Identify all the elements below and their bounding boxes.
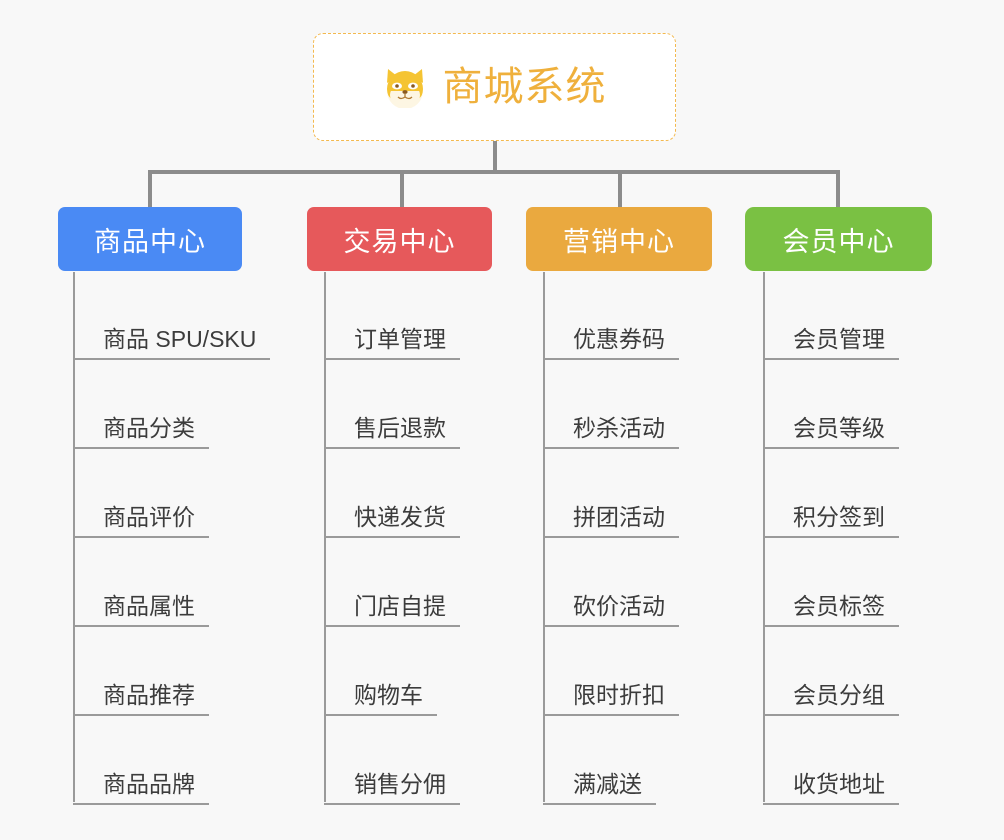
leaf-label: 商品 SPU/SKU [73, 324, 271, 360]
connector-bus [150, 170, 840, 174]
root-title: 商城系统 [442, 65, 607, 109]
leaf-item[interactable]: 积分签到 [763, 502, 899, 538]
leaf-item[interactable]: 快递发货 [324, 502, 460, 538]
leaf-label: 积分签到 [763, 502, 899, 538]
leaf-label: 砍价活动 [543, 591, 679, 627]
connector-drop-4 [836, 170, 840, 210]
leaf-label: 会员分组 [763, 680, 899, 716]
leaf-item[interactable]: 秒杀活动 [543, 413, 679, 449]
category-box-marketing[interactable]: 营销中心 [526, 207, 712, 271]
leaf-label: 订单管理 [324, 324, 460, 360]
leaf-label: 门店自提 [324, 591, 460, 627]
leaf-item[interactable]: 销售分佣 [324, 769, 460, 805]
leaf-item[interactable]: 购物车 [324, 680, 437, 716]
leaf-label: 秒杀活动 [543, 413, 679, 449]
leaf-label: 拼团活动 [543, 502, 679, 538]
category-label: 商品中心 [94, 226, 206, 257]
connector-drop-2 [400, 170, 404, 210]
leaf-item[interactable]: 限时折扣 [543, 680, 679, 716]
leaf-item[interactable]: 商品属性 [73, 591, 209, 627]
leaf-label: 商品分类 [73, 413, 209, 449]
leaf-item[interactable]: 商品分类 [73, 413, 209, 449]
leaf-label: 商品品牌 [73, 769, 209, 805]
leaf-label: 优惠券码 [543, 324, 679, 360]
root-node[interactable]: 商城系统 [313, 33, 676, 141]
category-box-product[interactable]: 商品中心 [58, 207, 242, 271]
leaf-item[interactable]: 商品评价 [73, 502, 209, 538]
leaf-label: 会员管理 [763, 324, 899, 360]
leaf-label: 销售分佣 [324, 769, 460, 805]
leaf-label: 售后退款 [324, 413, 460, 449]
leaf-item[interactable]: 商品推荐 [73, 680, 209, 716]
leaf-item[interactable]: 砍价活动 [543, 591, 679, 627]
category-box-member[interactable]: 会员中心 [745, 207, 932, 271]
leaf-item[interactable]: 商品品牌 [73, 769, 209, 805]
leaf-label: 限时折扣 [543, 680, 679, 716]
leaf-label: 商品评价 [73, 502, 209, 538]
leaf-item[interactable]: 会员标签 [763, 591, 899, 627]
leaf-label: 快递发货 [324, 502, 460, 538]
leaf-item[interactable]: 收货地址 [763, 769, 899, 805]
leaf-item[interactable]: 满减送 [543, 769, 656, 805]
leaf-item[interactable]: 优惠券码 [543, 324, 679, 360]
leaf-label: 会员标签 [763, 591, 899, 627]
shiba-dog-icon [383, 64, 429, 110]
leaf-label: 购物车 [324, 680, 437, 716]
leaf-item[interactable]: 会员分组 [763, 680, 899, 716]
connector-root-stem [493, 141, 497, 172]
category-box-trade[interactable]: 交易中心 [307, 207, 492, 271]
leaf-label: 会员等级 [763, 413, 899, 449]
connector-drop-1 [148, 170, 152, 210]
connector-drop-3 [618, 170, 622, 210]
leaf-item[interactable]: 门店自提 [324, 591, 460, 627]
leaf-label: 商品属性 [73, 591, 209, 627]
leaf-label: 收货地址 [763, 769, 899, 805]
leaf-item[interactable]: 售后退款 [324, 413, 460, 449]
leaf-item[interactable]: 会员管理 [763, 324, 899, 360]
leaf-item[interactable]: 会员等级 [763, 413, 899, 449]
category-label: 会员中心 [782, 226, 895, 257]
leaf-item[interactable]: 订单管理 [324, 324, 460, 360]
category-label: 交易中心 [343, 226, 456, 257]
leaf-label: 满减送 [543, 769, 656, 805]
leaf-item[interactable]: 商品 SPU/SKU [73, 324, 271, 360]
category-label: 营销中心 [563, 226, 675, 257]
leaf-label: 商品推荐 [73, 680, 209, 716]
leaf-item[interactable]: 拼团活动 [543, 502, 679, 538]
